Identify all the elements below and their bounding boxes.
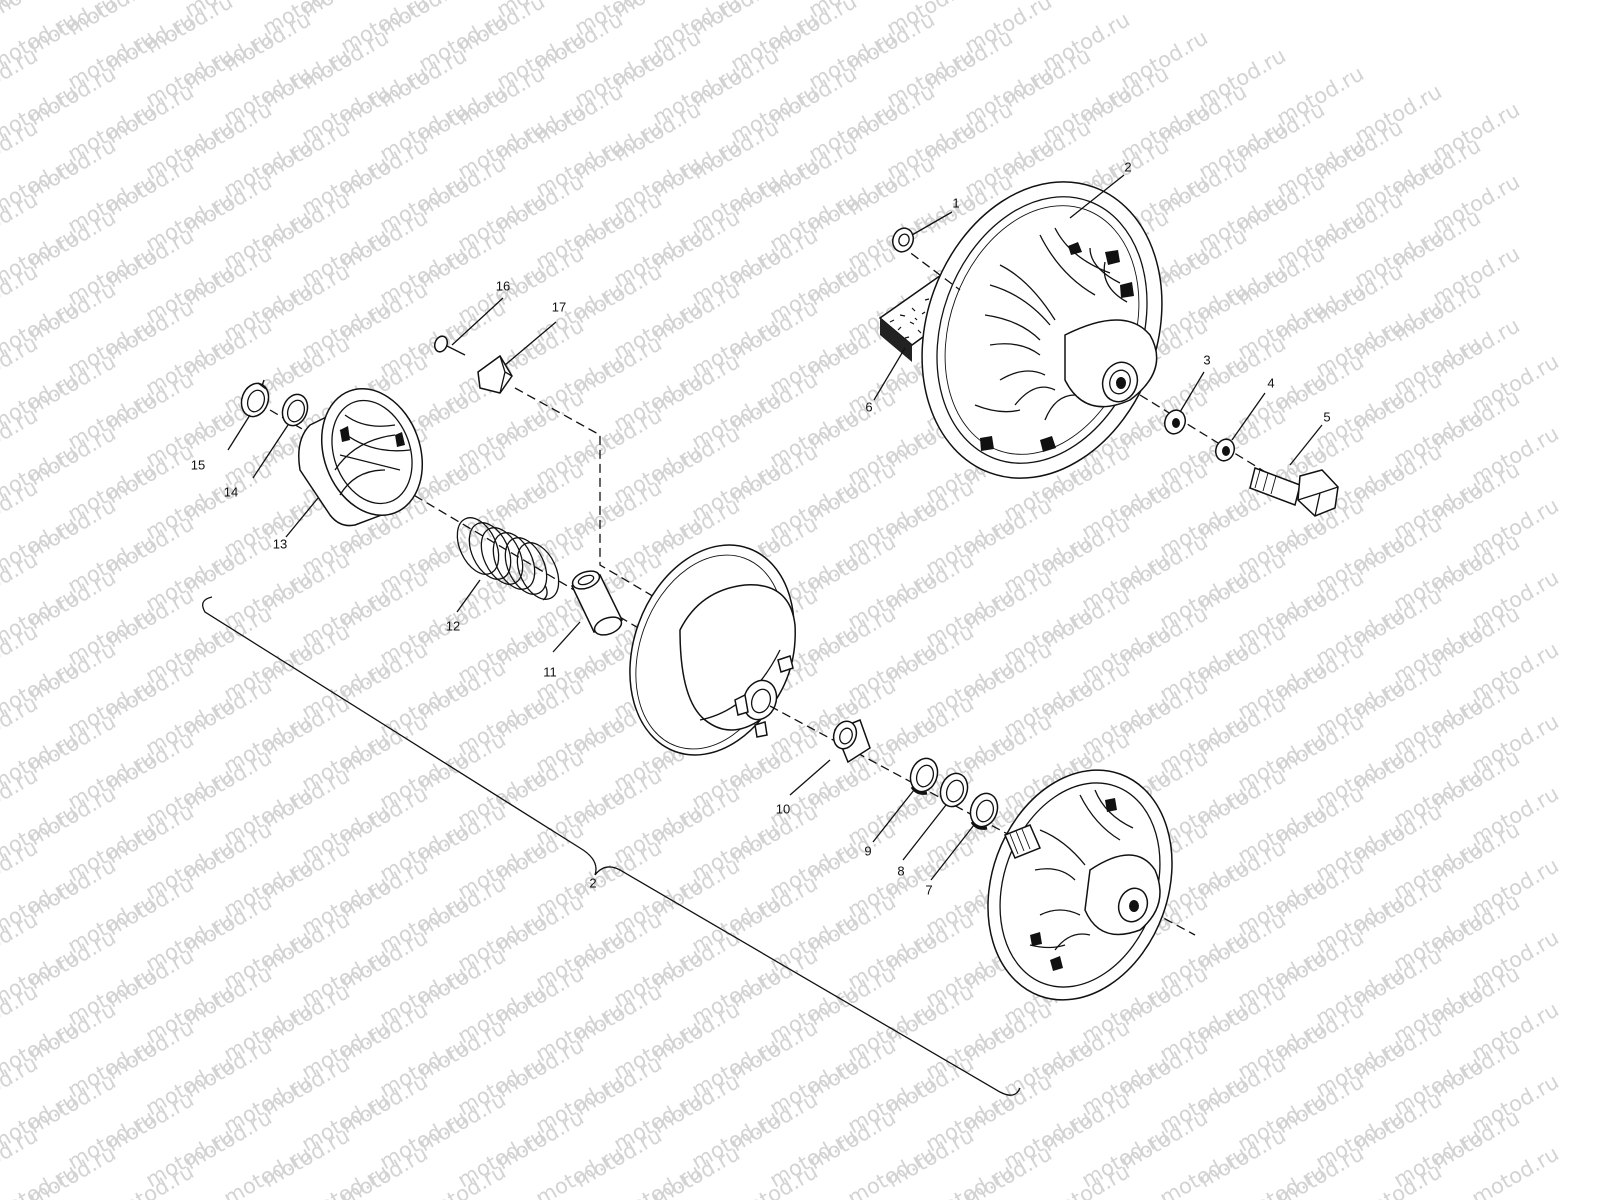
washer-1 <box>891 227 915 253</box>
assembly-callout-2: 2 <box>589 875 596 890</box>
washer-7 <box>969 792 999 830</box>
callout-3: 3 <box>1203 352 1210 367</box>
stationary-sheave-top <box>921 181 1163 479</box>
spring-12 <box>456 517 560 601</box>
callout-labels: 1 2 3 4 5 6 7 8 9 10 11 12 13 14 15 16 1… <box>191 159 1331 897</box>
callout-16: 16 <box>496 278 510 293</box>
callout-1: 1 <box>952 195 959 210</box>
callout-10: 10 <box>776 801 790 816</box>
assembly-bracket <box>202 596 1021 1096</box>
axis-line-button <box>514 387 691 619</box>
axis-line-main <box>269 409 761 701</box>
callout-15: 15 <box>191 457 205 472</box>
washer-3 <box>1163 409 1187 435</box>
button-17 <box>477 354 513 394</box>
watermark-text: motod.ru <box>0 1159 81 1200</box>
callout-5: 5 <box>1323 409 1330 424</box>
callout-9: 9 <box>864 843 871 858</box>
snap-ring-15 <box>240 379 270 418</box>
callout-13: 13 <box>273 536 287 551</box>
callout-2: 2 <box>1124 159 1131 174</box>
movable-sheave <box>629 544 796 756</box>
washer-9 <box>909 757 939 795</box>
callout-8: 8 <box>897 863 904 878</box>
axis-line-top-left <box>899 244 961 291</box>
lock-washer-4 <box>1214 438 1236 462</box>
bushing-10 <box>832 719 871 764</box>
callout-6: 6 <box>865 399 872 414</box>
washer-14 <box>281 393 309 427</box>
leader-lines <box>227 174 1323 881</box>
cam-13 <box>298 388 424 527</box>
callout-14: 14 <box>224 484 238 499</box>
bolt-5 <box>1249 467 1339 517</box>
callout-12: 12 <box>446 618 460 633</box>
bushing-11 <box>570 570 624 636</box>
callout-11: 11 <box>543 664 557 679</box>
washer-8 <box>939 772 969 808</box>
stationary-sheave-bottom <box>987 769 1173 1001</box>
callout-7: 7 <box>925 882 932 897</box>
callout-17: 17 <box>552 299 566 314</box>
screw-16 <box>433 335 466 356</box>
axis-line-top-right <box>1139 394 1276 479</box>
callout-4: 4 <box>1267 375 1274 390</box>
